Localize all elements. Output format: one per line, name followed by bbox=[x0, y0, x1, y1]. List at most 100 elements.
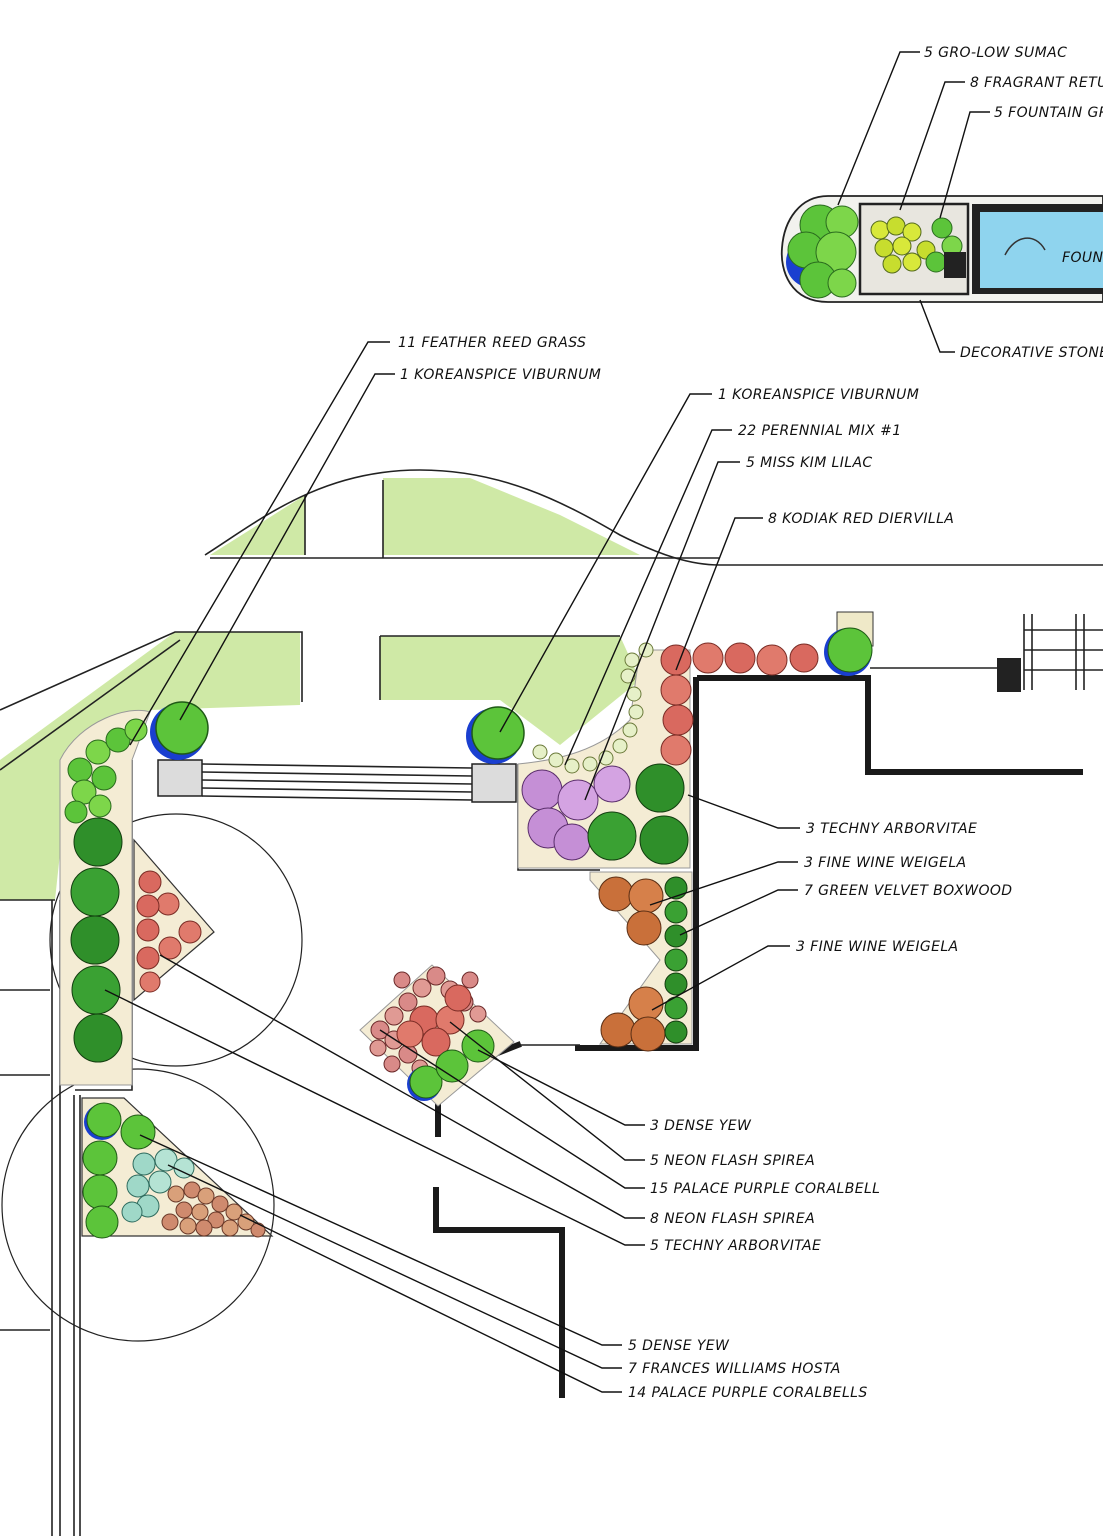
label-gro-low-sumac: 5 GRO-LOW SUMAC bbox=[924, 45, 1067, 61]
leader-coralbell-15 bbox=[379, 1029, 645, 1189]
driveway-curve-edge bbox=[204, 469, 1103, 566]
diagonal-walk-edge bbox=[0, 639, 181, 771]
hardscape-edges bbox=[0, 469, 1103, 1536]
step-pier-right bbox=[471, 763, 517, 803]
left-walk-joints bbox=[0, 899, 55, 1331]
wall-segment-lower bbox=[433, 1187, 565, 1398]
leader-techny-3 bbox=[687, 794, 800, 829]
leader-feather-reed-grass bbox=[129, 341, 390, 746]
leader-perennial-mix bbox=[564, 429, 732, 766]
label-koreanspice-viburnum-left: 1 KOREANSPICE VIBURNUM bbox=[400, 367, 601, 383]
label-kodiak-red-diervilla: 8 KODIAK RED DIERVILLA bbox=[768, 511, 954, 527]
label-dense-yew-3: 3 DENSE YEW bbox=[650, 1118, 752, 1134]
leader-fine-wine-a bbox=[649, 861, 798, 906]
leader-coralbells-14 bbox=[239, 1214, 622, 1393]
turf-strip-b bbox=[383, 478, 640, 555]
step-pier-left bbox=[157, 759, 203, 797]
tree-canopy-lower bbox=[1, 1068, 275, 1342]
label-fine-wine-weigela-a: 3 FINE WINE WEIGELA bbox=[804, 855, 967, 871]
front-walk-edge-left bbox=[0, 631, 303, 711]
leader-green-velvet bbox=[679, 889, 798, 936]
left-sidewalk-edge bbox=[51, 900, 61, 1536]
label-neon-flash-spirea-5: 5 NEON FLASH SPIREA bbox=[650, 1153, 815, 1169]
wall-segment-upper bbox=[697, 675, 1083, 775]
leader-dense-yew-5 bbox=[139, 1134, 622, 1346]
fountain-label: FOUN bbox=[1062, 250, 1103, 266]
left-foundation-bed bbox=[59, 701, 209, 1086]
plant-labels: 5 GRO-LOW SUMAC 8 FRAGRANT RETU 5 FOUNTA… bbox=[398, 45, 1103, 1401]
leader-gro-low-sumac bbox=[837, 51, 920, 206]
leader-fragrant-returns bbox=[899, 81, 965, 211]
label-miss-kim-lilac: 5 MISS KIM LILAC bbox=[746, 455, 873, 471]
fine-wine-weigela-a-cluster bbox=[598, 876, 664, 946]
turf-strip-a bbox=[210, 495, 305, 555]
label-palace-purple-coralbells-14: 14 PALACE PURPLE CORALBELLS bbox=[628, 1385, 868, 1401]
frances-williams-hosta-cluster bbox=[121, 1148, 195, 1223]
label-techny-arborvitae-5: 5 TECHNY ARBORVITAE bbox=[650, 1238, 821, 1254]
turf-left-corner bbox=[0, 632, 300, 900]
neon-flash-spirea-8-cluster bbox=[136, 870, 202, 993]
label-techny-arborvitae-3: 3 TECHNY ARBORVITAE bbox=[806, 821, 977, 837]
deck-railing bbox=[870, 614, 1103, 692]
gro-low-sumac-corner-plant bbox=[824, 611, 874, 676]
fountain-pump bbox=[944, 252, 966, 278]
leader-koreanspice-right bbox=[499, 393, 712, 733]
koreanspice-viburnum-right-plant bbox=[466, 706, 525, 764]
label-neon-flash-spirea-8: 8 NEON FLASH SPIREA bbox=[650, 1211, 815, 1227]
fine-wine-weigela-b-cluster bbox=[600, 986, 666, 1052]
koreanspice-viburnum-left-plant bbox=[150, 701, 209, 760]
weigela-boxwood-bed bbox=[589, 871, 693, 1052]
label-koreanspice-viburnum-right: 1 KOREANSPICE VIBURNUM bbox=[718, 387, 919, 403]
upper-triangle-bed bbox=[133, 838, 215, 1002]
label-fountain-grass-top: 5 FOUNTAIN GR bbox=[994, 105, 1103, 121]
tree-canopies bbox=[1, 813, 303, 1342]
miss-kim-lilac-cluster bbox=[521, 765, 631, 861]
tree-canopy-upper bbox=[49, 813, 303, 1067]
deck-post bbox=[997, 658, 1021, 692]
feather-reed-grass-cluster bbox=[64, 718, 148, 824]
right-entry-bed bbox=[466, 611, 874, 869]
techny-arborvitae-5-cluster bbox=[70, 817, 123, 1063]
leader-dense-yew-3 bbox=[477, 1049, 645, 1126]
fountain-flow-arrow bbox=[1004, 237, 1046, 256]
label-perennial-mix: 22 PERENNIAL MIX #1 bbox=[738, 423, 902, 439]
fountain-grass-cluster bbox=[925, 217, 963, 273]
wall-segment-right bbox=[575, 677, 699, 1051]
turf-areas bbox=[0, 478, 640, 900]
label-green-velvet-boxwood: 7 GREEN VELVET BOXWOOD bbox=[804, 883, 1012, 899]
fountain-bed: FOUN bbox=[780, 195, 1103, 303]
gro-low-sumac-cluster bbox=[786, 204, 859, 299]
kodiak-red-diervilla-cluster bbox=[660, 642, 819, 766]
leader-koreanspice-left bbox=[179, 373, 395, 721]
fountain-water bbox=[980, 212, 1103, 288]
label-fine-wine-weigela-b: 3 FINE WINE WEIGELA bbox=[796, 939, 959, 955]
deck-rails bbox=[1023, 614, 1103, 690]
diamond-bed bbox=[359, 964, 515, 1107]
label-frances-williams-hosta: 7 FRANCES WILLIAMS HOSTA bbox=[628, 1361, 841, 1377]
leader-decorative-stone bbox=[919, 299, 955, 353]
entry-steps bbox=[157, 759, 517, 803]
leader-fine-wine-b bbox=[651, 945, 790, 1011]
label-fragrant-returns: 8 FRAGRANT RETU bbox=[970, 75, 1103, 91]
leader-techny-5 bbox=[104, 989, 645, 1246]
leader-kodiak-red bbox=[675, 517, 763, 671]
leader-fountain-grass-top bbox=[939, 111, 990, 219]
leader-neon-flash-5 bbox=[449, 1021, 645, 1161]
palace-purple-coralbells-14-cluster bbox=[161, 1181, 266, 1238]
lower-triangle-bed bbox=[81, 1097, 274, 1239]
turf-front-right bbox=[380, 636, 640, 745]
perennial-mix-cluster bbox=[532, 642, 654, 774]
label-feather-reed-grass: 11 FEATHER REED GRASS bbox=[398, 335, 586, 351]
leader-lines bbox=[104, 51, 990, 1393]
techny-arborvitae-3-cluster bbox=[587, 763, 689, 865]
foundation-edge-lower bbox=[73, 1095, 81, 1536]
fragrant-returns-cluster bbox=[870, 216, 936, 274]
dense-yew-5-cluster bbox=[82, 1102, 156, 1239]
label-palace-purple-coralbell: 15 PALACE PURPLE CORALBELL bbox=[650, 1181, 880, 1197]
green-velvet-boxwood-cluster bbox=[664, 876, 688, 1044]
step-treads bbox=[201, 763, 473, 801]
leader-hosta bbox=[167, 1164, 622, 1369]
leader-neon-flash-8 bbox=[159, 954, 645, 1219]
leader-miss-kim-lilac bbox=[584, 461, 740, 801]
